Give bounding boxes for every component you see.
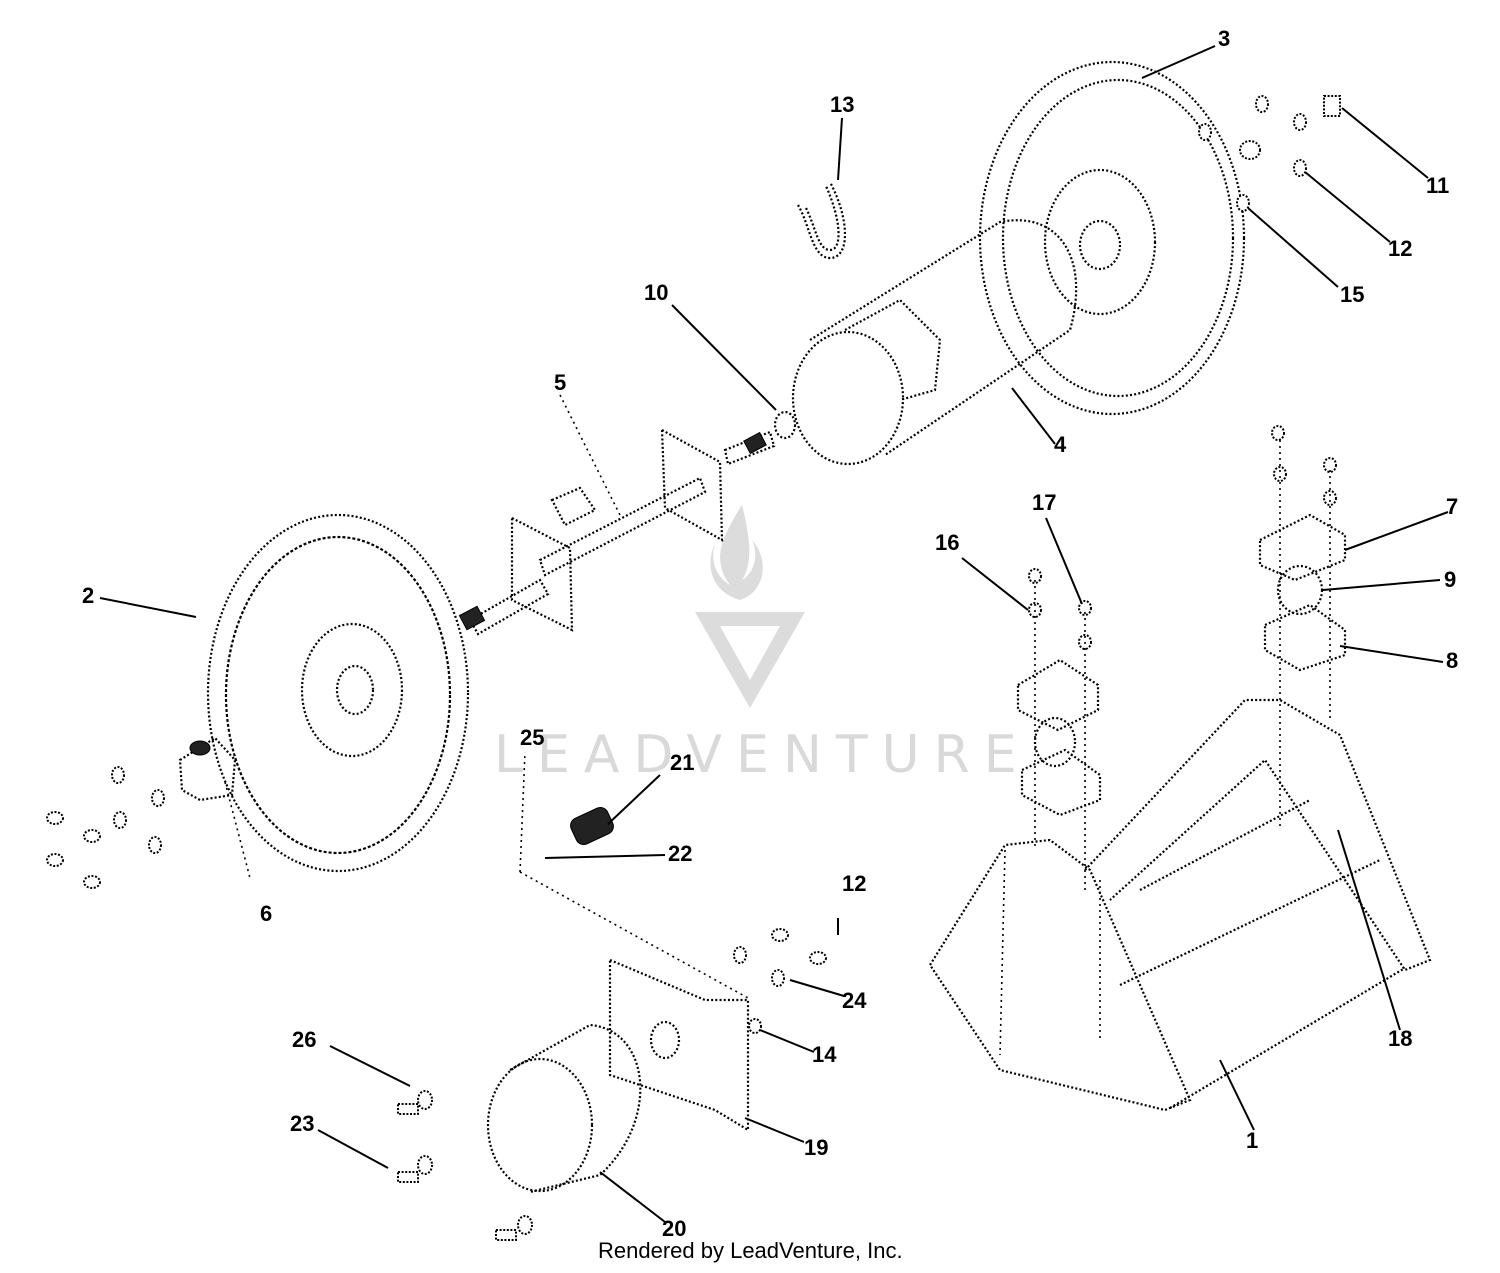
callout-22: 22 — [668, 841, 692, 866]
callout-15: 15 — [1340, 282, 1364, 307]
callout-14: 14 — [812, 1042, 837, 1067]
callout-26: 26 — [292, 1027, 316, 1052]
callout-12: 12 — [1388, 236, 1412, 261]
callout-2: 2 — [82, 583, 94, 608]
callouts: 1 2 3 4 5 6 7 8 9 10 11 12 13 14 15 16 1… — [82, 26, 1458, 1241]
reel-flange-rear — [978, 60, 1246, 416]
callout-19: 19 — [804, 1135, 828, 1160]
callout-3: 3 — [1218, 26, 1230, 51]
reel-flange-front — [206, 513, 470, 873]
callout-25: 25 — [520, 725, 544, 750]
shaft-assembly — [458, 428, 776, 636]
callout-18: 18 — [1388, 1026, 1412, 1051]
hose-clamp — [797, 181, 846, 260]
callout-8: 8 — [1446, 648, 1458, 673]
drive-chain — [519, 751, 749, 999]
leadventure-logo — [695, 505, 805, 708]
render-credit: Rendered by LeadVenture, Inc. — [598, 1238, 903, 1263]
base-frame — [928, 698, 1432, 1112]
callout-20: 20 — [662, 1216, 686, 1241]
callout-4: 4 — [1054, 432, 1067, 457]
callout-7: 7 — [1446, 494, 1458, 519]
callout-12-lower: 12 — [842, 871, 866, 896]
callout-1: 1 — [1246, 1128, 1258, 1153]
callout-21: 21 — [670, 750, 694, 775]
hardware-fasteners — [46, 95, 1341, 1241]
washer — [773, 410, 797, 440]
swivel-fitting — [178, 736, 237, 802]
callout-9: 9 — [1444, 567, 1456, 592]
callout-23: 23 — [290, 1111, 314, 1136]
callout-17: 17 — [1032, 490, 1056, 515]
callout-13: 13 — [830, 92, 854, 117]
leader-lines — [99, 45, 1449, 1223]
callout-10: 10 — [644, 280, 668, 305]
callout-11: 11 — [1426, 173, 1449, 198]
alignment-lines — [224, 394, 1331, 890]
bearing-block-right — [1258, 513, 1347, 672]
drive-motor — [486, 1023, 642, 1194]
watermark: LEADVENTURE — [494, 505, 1031, 785]
callout-6: 6 — [260, 901, 272, 926]
reel-drum — [791, 219, 1078, 466]
watermark-text: LEADVENTURE — [494, 725, 1031, 785]
callout-5: 5 — [554, 370, 566, 395]
motor-bracket — [608, 958, 750, 1132]
callout-16: 16 — [935, 530, 959, 555]
callout-24: 24 — [842, 988, 867, 1013]
